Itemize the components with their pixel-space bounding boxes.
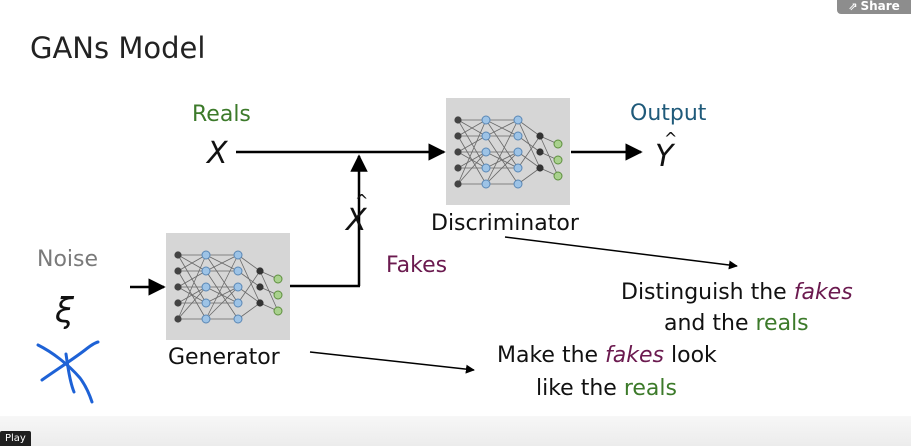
noise-label: Noise bbox=[37, 247, 98, 272]
share-icon: ⇗ bbox=[848, 0, 858, 13]
generator-network bbox=[166, 233, 290, 340]
fakes-label: Fakes bbox=[386, 253, 447, 278]
discriminator-label: Discriminator bbox=[431, 211, 580, 236]
xi-symbol: ξ bbox=[54, 291, 75, 331]
gan-diagram: GANs Model Reals X X ^ Fakes bbox=[30, 31, 853, 404]
discriminator-note-line2: and the reals bbox=[664, 311, 809, 336]
x-hat-accent: ^ bbox=[355, 191, 368, 210]
page-title: GANs Model bbox=[30, 31, 205, 65]
generator-note-line1: Make the fakes look bbox=[497, 343, 717, 368]
generator-network-graphic bbox=[174, 250, 283, 324]
generator-note-arrow bbox=[309, 351, 475, 374]
play-button[interactable]: Play bbox=[0, 431, 31, 446]
reals-label: Reals bbox=[192, 102, 251, 127]
discriminator-note-line1: Distinguish the fakes bbox=[621, 280, 853, 305]
generator-label: Generator bbox=[168, 345, 281, 370]
generator-note-line2: like the reals bbox=[536, 376, 677, 401]
share-button[interactable]: ⇗Share bbox=[837, 0, 911, 14]
share-label: Share bbox=[860, 0, 900, 13]
discriminator-note-arrow bbox=[504, 236, 738, 270]
slide: GANs Model Reals X X ^ Fakes bbox=[30, 31, 853, 404]
output-label: Output bbox=[630, 101, 707, 126]
x-hat-symbol: X bbox=[344, 203, 368, 238]
player-footer bbox=[0, 416, 911, 446]
discriminator-network-graphic bbox=[454, 115, 563, 189]
y-hat-symbol: Y bbox=[655, 139, 676, 174]
discriminator-network bbox=[446, 98, 570, 205]
handwritten-x-annotation bbox=[36, 340, 100, 404]
y-hat-accent: ^ bbox=[664, 129, 677, 148]
x-symbol: X bbox=[205, 136, 229, 171]
